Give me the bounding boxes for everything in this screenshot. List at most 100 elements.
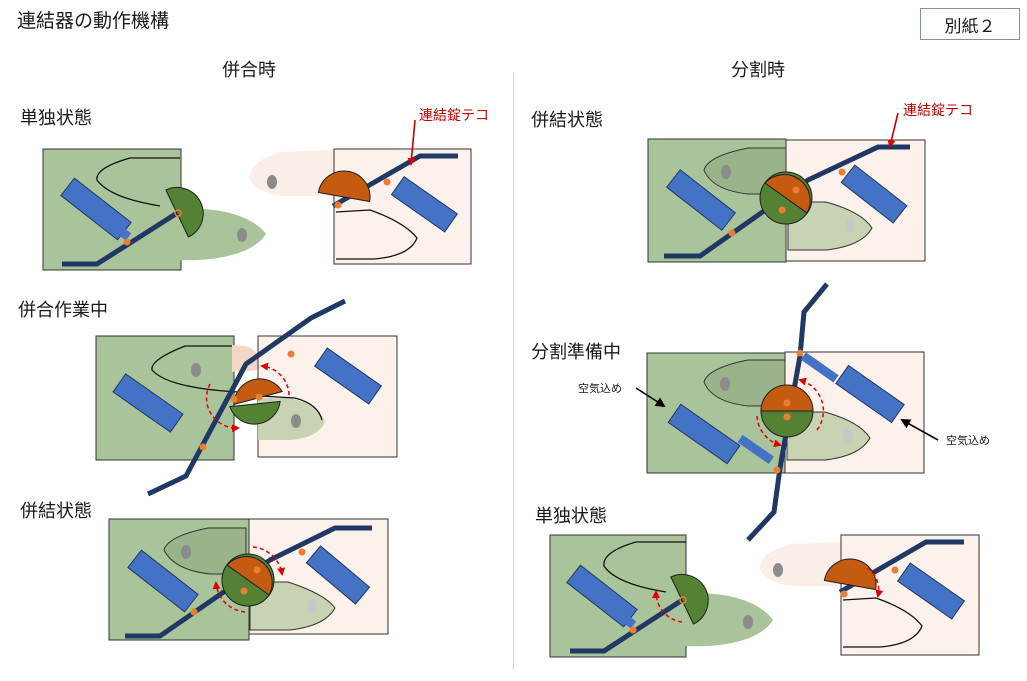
sheet-label-box: 別紙２ — [920, 8, 1020, 40]
coupler-pin-pink — [307, 599, 317, 613]
pivot-point-2 — [778, 206, 786, 214]
state-label-preparing-split: 分割準備中 — [531, 342, 621, 363]
air-cylinder-pink — [313, 347, 383, 405]
air-cylinder-pink — [896, 562, 966, 620]
state-label-single: 単独状態 — [20, 108, 92, 129]
coupler-pin-pink — [773, 563, 783, 577]
lock-lever-arrow — [887, 112, 899, 148]
pivot-point-2 — [783, 413, 791, 421]
orange-coupling-disc — [317, 170, 371, 203]
air-fill-arrow-right — [900, 419, 939, 441]
diagram-left-coupled — [108, 518, 389, 641]
column-heading-merge: 併合時 — [222, 60, 276, 81]
pink-coupler-shadow — [232, 345, 262, 372]
note-air-fill-left: 空気込め — [578, 382, 622, 395]
pivot-point — [629, 626, 637, 634]
cylinder-rod — [116, 226, 132, 241]
rotation-arrow — [798, 377, 825, 431]
lever-arm — [146, 298, 347, 497]
coupler-pin — [191, 363, 201, 377]
cylinder-rod — [621, 614, 637, 629]
pink-coupler-head — [249, 581, 336, 631]
diagram-right-single — [549, 534, 980, 658]
lock-lever-arrow — [407, 119, 416, 166]
diagram-left-single — [42, 119, 472, 271]
orange-coupling-disc — [760, 384, 814, 412]
state-label-single-right: 単独状態 — [535, 506, 607, 527]
coupler-pin — [237, 228, 247, 242]
rotation-arrow — [252, 546, 286, 576]
rotation-arrow — [756, 415, 782, 448]
coupler-pin-pink — [267, 175, 277, 189]
coupler-pin — [181, 545, 191, 559]
air-cylinder — [665, 169, 737, 231]
coupler-outline — [151, 345, 239, 393]
pivot-point-4 — [838, 168, 846, 176]
pivot-point-pink-2 — [383, 178, 391, 186]
diagram-right-preparing-split — [635, 282, 939, 542]
coupler-outline — [96, 157, 180, 207]
diagram-left-merging — [95, 298, 398, 497]
coupler-pin-pink — [845, 219, 855, 233]
callout-lock-lever-left: 連結錠テコ — [419, 108, 489, 124]
lever-arm — [62, 205, 187, 267]
pivot-point-3 — [199, 443, 207, 451]
orange-coupling-disc — [233, 378, 283, 406]
orange-coupling-disc — [764, 174, 811, 214]
green-coupling-disc — [165, 186, 204, 238]
pivot-point-pink-2 — [891, 566, 899, 574]
pivot-point — [123, 238, 131, 246]
green-coupler-head — [163, 527, 247, 575]
orange-coupling-disc — [823, 558, 877, 591]
state-label-merging: 併合作業中 — [18, 300, 108, 321]
green-coupler-head — [703, 359, 786, 407]
diagram-right-coupled — [647, 112, 926, 263]
state-label-coupled-right: 併結状態 — [531, 110, 603, 131]
disc-center — [679, 596, 687, 604]
rotation-arrow — [867, 567, 884, 598]
pivot-point-3 — [796, 349, 804, 357]
pivot-point — [783, 399, 791, 407]
coupler-pin — [720, 377, 730, 391]
air-cylinder-pink — [390, 175, 459, 233]
pivot-point — [255, 393, 263, 401]
air-fill-arrow-left — [635, 387, 666, 408]
page-title: 連結器の動作機構 — [17, 10, 170, 32]
orange-coupling-disc — [226, 556, 273, 596]
pivot-point — [728, 229, 736, 237]
pivot-point-4 — [298, 548, 306, 556]
air-cylinder — [127, 549, 199, 613]
air-cylinder-pink — [305, 545, 371, 605]
column-divider — [513, 72, 514, 670]
pivot-point-4 — [287, 350, 295, 358]
pivot-point-4 — [773, 466, 781, 474]
coupler-outline-pink — [259, 395, 323, 421]
lever-arm — [125, 525, 372, 639]
green-coupling-disc — [229, 400, 281, 425]
air-cylinder — [112, 373, 184, 433]
rotation-arrow — [260, 362, 290, 396]
disc-center — [174, 209, 182, 217]
coupler-outline-pink — [335, 209, 418, 260]
rotation-arrow — [205, 383, 240, 433]
pivot-point — [190, 608, 198, 616]
coupler-pin-pink — [291, 414, 301, 428]
air-cylinder — [667, 403, 741, 465]
coupler-pin-pink — [843, 429, 853, 443]
pivot-point-pink — [334, 201, 342, 209]
green-car-panel — [95, 335, 235, 461]
pivot-point-2 — [230, 395, 238, 403]
note-air-fill-right: 空気込め — [946, 434, 990, 447]
air-cylinder-pink — [835, 364, 905, 424]
callout-lock-lever-right: 連結錠テコ — [903, 103, 973, 119]
column-heading-split: 分割時 — [731, 60, 785, 81]
cylinder-rod — [737, 434, 774, 464]
pink-coupler-head — [787, 201, 873, 251]
pivot-point-pink — [840, 590, 848, 598]
rotation-arrow — [651, 590, 683, 623]
coupler-pin — [743, 615, 753, 629]
rotation-arrow — [212, 581, 246, 613]
green-coupling-disc — [670, 573, 709, 625]
lever-arm — [570, 592, 692, 654]
pivot-point-2 — [240, 587, 248, 595]
